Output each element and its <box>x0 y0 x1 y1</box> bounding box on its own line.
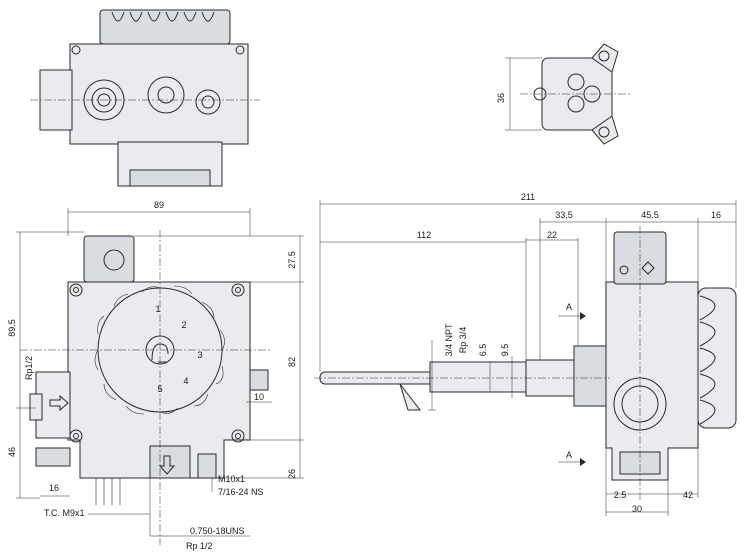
dial-digit-3: 3 <box>197 350 202 360</box>
flange-view <box>505 43 630 145</box>
dim-side-9-5: 9.5 <box>500 344 510 357</box>
section-label-a-top: A <box>566 302 572 312</box>
front-view <box>20 230 270 545</box>
dim-front-27-5: 27.5 <box>287 251 297 269</box>
dim-front-16: 16 <box>49 483 59 493</box>
dim-front-46: 46 <box>7 447 17 457</box>
dim-side-2-5: 2.5 <box>614 490 627 500</box>
dim-side-45-5: 45.5 <box>641 210 659 220</box>
dim-side-42: 42 <box>683 490 693 500</box>
dim-side-npt: 3/4 NPT <box>444 323 454 357</box>
dim-front-10: 10 <box>254 392 264 402</box>
side-dimensions <box>319 200 737 516</box>
dim-side-16: 16 <box>711 210 721 220</box>
dial-digit-2: 2 <box>181 320 186 330</box>
dim-side-22: 22 <box>547 230 557 240</box>
dim-side-33-5: 33.5 <box>555 210 573 220</box>
dial-digit-5: 5 <box>157 384 162 394</box>
section-label-a-bottom: A <box>566 450 572 460</box>
dim-flange-36: 36 <box>496 93 506 103</box>
side-view <box>314 226 737 500</box>
dim-side-211: 211 <box>521 192 535 202</box>
top-view <box>30 9 260 187</box>
dim-front-m10: M10x1 <box>218 474 245 484</box>
dim-front-tc: T.C. M9x1 <box>44 508 85 518</box>
dim-front-height: 89.5 <box>7 319 17 337</box>
dim-front-rp12: Rp1/2 <box>24 356 34 380</box>
dim-side-rp34: Rp 3/4 <box>458 327 468 354</box>
dim-front-82: 82 <box>287 357 297 367</box>
front-dimensions <box>16 208 304 537</box>
dim-side-112: 112 <box>417 230 431 240</box>
dial-digit-4: 4 <box>183 376 188 386</box>
dim-front-26: 26 <box>287 469 297 479</box>
dim-side-6-5: 6.5 <box>478 344 488 357</box>
dim-front-rp12-bottom: Rp 1/2 <box>186 541 213 551</box>
dial-digit-1: 1 <box>155 304 160 314</box>
dim-front-7-16: 7/16-24 NS <box>218 487 264 497</box>
dim-front-width: 89 <box>154 200 164 210</box>
dim-front-0750: 0.750-18UNS <box>190 526 245 536</box>
dim-side-30: 30 <box>632 504 642 514</box>
